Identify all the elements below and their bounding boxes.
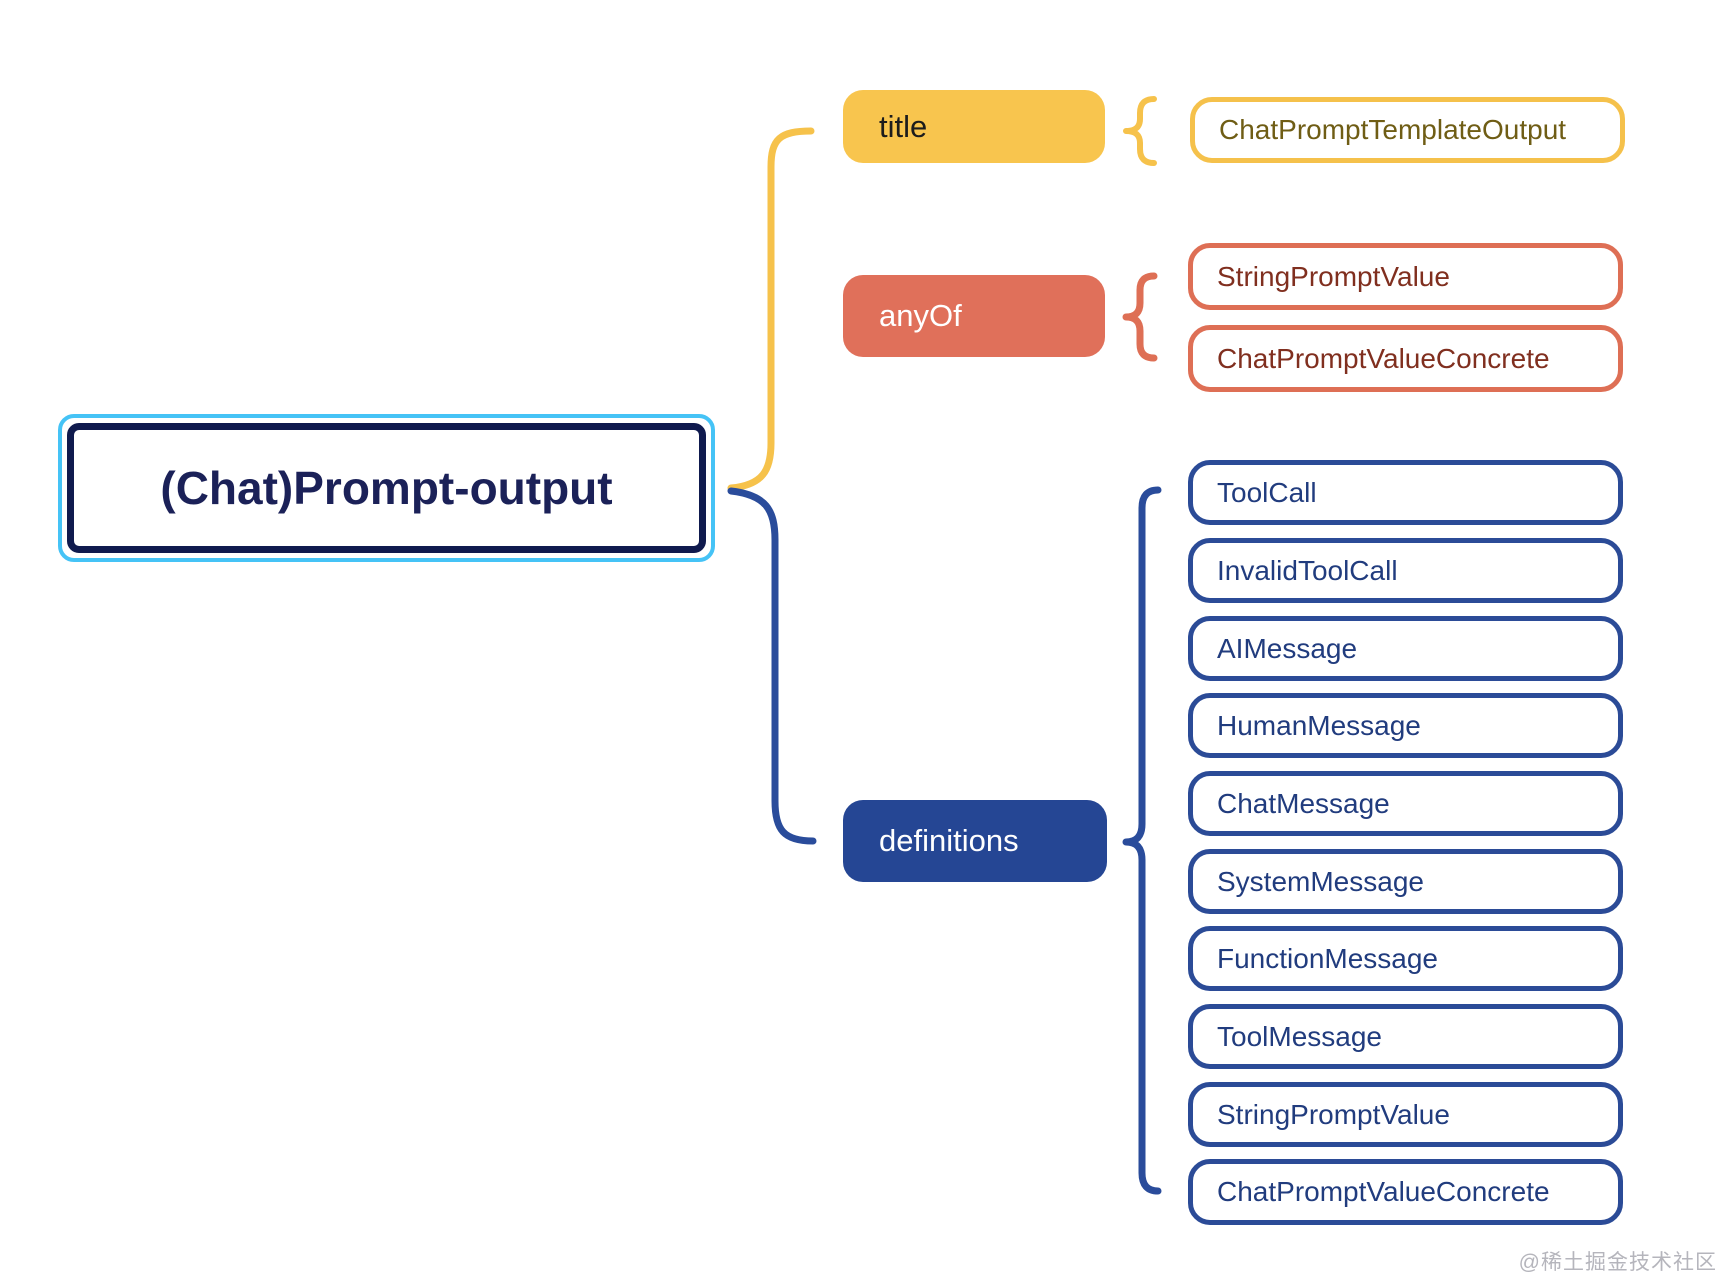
- node-string-prompt-value[interactable]: StringPromptValue: [1188, 243, 1623, 310]
- node-tool-message[interactable]: ToolMessage: [1188, 1004, 1623, 1069]
- node-function-message[interactable]: FunctionMessage: [1188, 926, 1623, 991]
- connector-root-to-title: [727, 127, 815, 492]
- node-chat-message[interactable]: ChatMessage: [1188, 771, 1623, 836]
- node-string-prompt-value-def[interactable]: StringPromptValue: [1188, 1082, 1623, 1147]
- node-label: ToolMessage: [1217, 1020, 1382, 1052]
- node-human-message[interactable]: HumanMessage: [1188, 693, 1623, 758]
- branch-anyof-label: anyOf: [879, 298, 962, 333]
- connector-root-to-definitions: [727, 487, 817, 845]
- node-ai-message[interactable]: AIMessage: [1188, 616, 1623, 681]
- node-system-message[interactable]: SystemMessage: [1188, 849, 1623, 914]
- node-label: ChatPromptTemplateOutput: [1219, 114, 1567, 145]
- branch-definitions-label: definitions: [879, 823, 1019, 858]
- node-label: InvalidToolCall: [1217, 554, 1398, 586]
- node-label: ChatMessage: [1217, 787, 1390, 819]
- brace-title: [1123, 96, 1157, 166]
- node-invalid-tool-call[interactable]: InvalidToolCall: [1188, 538, 1623, 603]
- brace-anyof: [1122, 272, 1158, 362]
- node-label: HumanMessage: [1217, 709, 1421, 741]
- node-label: StringPromptValue: [1217, 1098, 1450, 1130]
- root-node[interactable]: (Chat)Prompt-output: [58, 414, 715, 562]
- node-label: StringPromptValue: [1217, 260, 1450, 292]
- root-label: (Chat)Prompt-output: [160, 462, 613, 514]
- node-label: ChatPromptValueConcrete: [1217, 342, 1550, 374]
- brace-definitions: [1122, 486, 1162, 1195]
- node-label: AIMessage: [1217, 632, 1358, 664]
- node-tool-call[interactable]: ToolCall: [1188, 460, 1623, 525]
- branch-node-title[interactable]: title: [843, 90, 1105, 163]
- node-chat-prompt-value-concrete-def[interactable]: ChatPromptValueConcrete: [1188, 1159, 1623, 1225]
- node-label: ToolCall: [1217, 476, 1317, 508]
- node-chat-prompt-value-concrete[interactable]: ChatPromptValueConcrete: [1188, 325, 1623, 392]
- node-label: SystemMessage: [1217, 865, 1424, 897]
- root-node-inner: (Chat)Prompt-output: [67, 423, 706, 553]
- branch-node-definitions[interactable]: definitions: [843, 800, 1107, 882]
- branch-title-label: title: [879, 108, 928, 144]
- watermark: @稀土掘金技术社区: [1518, 1251, 1717, 1274]
- branch-node-anyof[interactable]: anyOf: [843, 275, 1105, 357]
- node-label: FunctionMessage: [1217, 942, 1439, 974]
- node-chat-prompt-template-output[interactable]: ChatPromptTemplateOutput: [1190, 97, 1625, 163]
- node-label: ChatPromptValueConcrete: [1217, 1176, 1550, 1207]
